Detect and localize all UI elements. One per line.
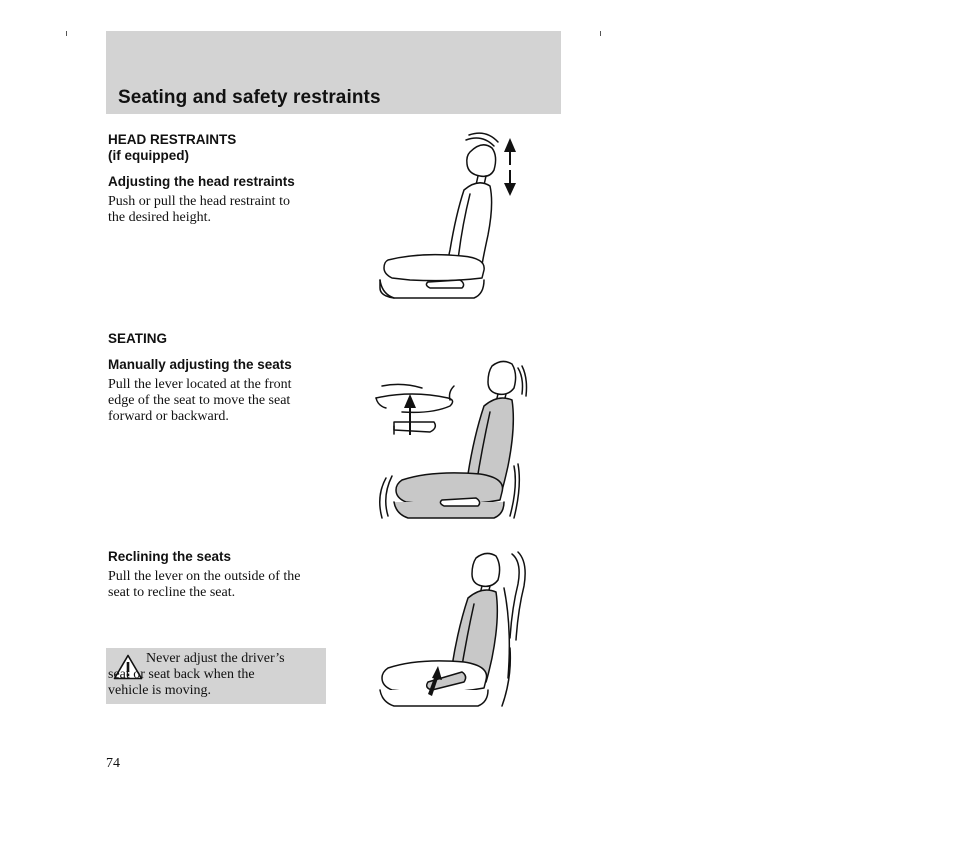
head-restraints-qualifier: (if equipped): [108, 148, 189, 163]
manual-adjust-heading: Manually adjusting the seats: [108, 357, 292, 372]
recline-section: Reclining the seats Pull the lever on th…: [108, 549, 330, 601]
warning-text: Never adjust the driver’s seat or seat b…: [108, 651, 322, 699]
manual-adjust-text-line1: Pull the lever located at the front: [108, 377, 292, 392]
head-restraints-text-line2: the desired height.: [108, 210, 212, 225]
manual-adjust-text-line3: forward or backward.: [108, 409, 229, 424]
seating-section: SEATING Manually adjusting the seats Pul…: [108, 331, 330, 425]
warning-text-line3: vehicle is moving.: [108, 683, 212, 698]
reclining-heading: Reclining the seats: [108, 549, 232, 564]
head-restraint-illustration: [379, 132, 516, 299]
section-title: Seating and safety restraints: [118, 87, 381, 108]
reclining-text-line1: Pull the lever on the outside of the: [108, 569, 301, 584]
seat-recline-illustration: [379, 551, 526, 707]
head-restraints-heading: HEAD RESTRAINTS: [108, 132, 237, 147]
page-number: 74: [106, 756, 120, 771]
reclining-text-line2: seat to recline the seat.: [108, 585, 236, 600]
seat-track-adjust-illustration: [375, 360, 528, 519]
adjusting-head-restraints-heading: Adjusting the head restraints: [108, 174, 295, 189]
seating-heading: SEATING: [108, 331, 168, 346]
warning-triangle-icon: [113, 654, 143, 680]
warning-box: Never adjust the driver’s seat or seat b…: [106, 648, 326, 704]
head-restraints-text-line1: Push or pull the head restraint to: [108, 194, 290, 209]
head-restraints-section: HEAD RESTRAINTS (if equipped) Adjusting …: [108, 132, 330, 226]
warning-text-line1: Never adjust the driver’s: [146, 651, 285, 666]
crop-mark-left: [66, 31, 67, 36]
crop-mark-right: [600, 31, 601, 36]
warning-text-line2: seat or seat back when the: [108, 667, 255, 682]
section-header-band: Seating and safety restraints: [106, 31, 561, 114]
manual-adjust-text-line2: edge of the seat to move the seat: [108, 393, 291, 408]
